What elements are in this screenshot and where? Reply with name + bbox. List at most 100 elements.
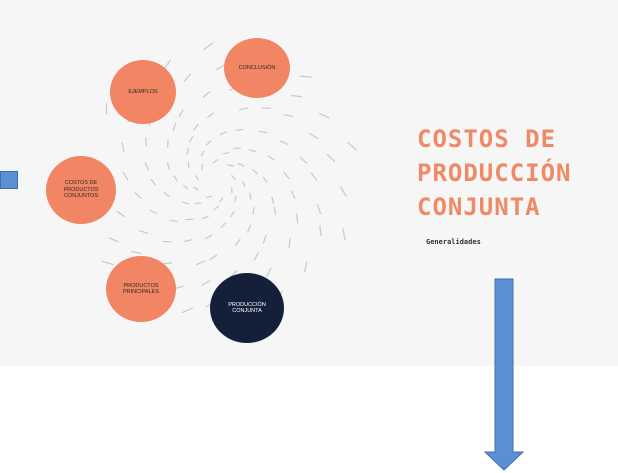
swirl-dash (231, 174, 236, 180)
swirl-dash (186, 147, 189, 155)
swirl-dash (271, 196, 275, 205)
swirl-dash (131, 250, 142, 254)
node-conclusion-label: CONCLUSIÓN (238, 64, 276, 71)
swirl-dash (304, 261, 308, 273)
node-principales-label: PRODUCTOS PRINCIPALES (123, 282, 159, 296)
swirl-dash (291, 190, 296, 200)
swirl-dash (235, 128, 244, 132)
swirl-dash (299, 75, 312, 78)
swirl-dash (203, 42, 214, 51)
swirl-dash (222, 152, 230, 155)
swirl-dash (183, 239, 193, 242)
swirl-dash (138, 230, 149, 234)
swirl-dash (309, 133, 319, 140)
swirl-dash (205, 140, 212, 146)
swirl-dash (248, 149, 257, 153)
swirl-dash (183, 73, 191, 83)
swirl-dash (134, 192, 142, 199)
swirl-dash (216, 63, 226, 71)
node-produccion-label: PRODUCCIÓN CONJUNTA (228, 301, 266, 315)
swirl-dash (173, 175, 178, 182)
node-conclusion[interactable]: CONCLUSIÓN (224, 38, 290, 98)
swirl-dash (195, 175, 199, 181)
swirl-dash (212, 159, 218, 164)
swirl-dash (283, 171, 290, 179)
swirl-dash (145, 137, 147, 147)
swirl-dash (258, 130, 268, 134)
swirl-dash (237, 163, 245, 167)
swirl-dash (265, 267, 272, 278)
swirl-dash (299, 156, 308, 164)
node-ejemplos[interactable]: EJEMPLOS (110, 60, 176, 124)
swirl-dash (201, 164, 204, 171)
swirl-dash (274, 206, 276, 216)
swirl-dash (209, 254, 218, 261)
swirl-dash (318, 112, 330, 119)
swirl-dash (101, 260, 114, 265)
swirl-dash (167, 139, 169, 148)
swirl-dash (340, 186, 347, 197)
node-costos-label: COSTOS DE PRODUCTOS CONJUNTOS (63, 180, 99, 200)
swirl-dash (319, 225, 322, 237)
swirl-dash (219, 131, 227, 136)
swirl-dash (166, 162, 170, 170)
swirl-dash (295, 213, 299, 224)
swirl-dash (121, 142, 125, 152)
node-productos-principales[interactable]: PRODUCTOS PRINCIPALES (106, 256, 176, 322)
swirl-dash (234, 195, 237, 202)
swirl-dash (149, 209, 158, 215)
swirl-dash (206, 195, 213, 199)
node-ejemplos-label: EJEMPLOS (128, 88, 158, 95)
swirl-dash (201, 215, 209, 220)
swirl-dash (310, 172, 318, 181)
swirl-dash (239, 107, 248, 111)
swirl-dash (235, 238, 241, 246)
swirl-dash (183, 184, 189, 190)
swirl-dash (202, 91, 211, 98)
swirl-dash (220, 222, 227, 229)
swirl-dash (249, 192, 252, 200)
swirl-dash (247, 224, 252, 233)
swirl-dash (252, 207, 255, 215)
swirl-dash (182, 201, 189, 205)
swirl-dash (262, 235, 267, 244)
node-produccion-conjunta[interactable]: PRODUCCIÓN CONJUNTA (210, 273, 284, 343)
swirl-dash (163, 192, 170, 198)
swirl-dash (207, 112, 215, 119)
swirl-dash (283, 113, 294, 118)
swirl-dash (196, 260, 205, 266)
swirl-dash (201, 280, 211, 286)
slide-title: COSTOS DE PRODUCCIÓN CONJUNTA (417, 125, 572, 221)
swirl-dash (227, 164, 234, 167)
swirl-dash (262, 176, 268, 184)
swirl-dash (230, 210, 235, 218)
node-costos-productos-conjuntos[interactable]: COSTOS DE PRODUCTOS CONJUNTOS (46, 156, 116, 224)
swirl-dash (342, 228, 346, 241)
swirl-dash (150, 178, 156, 186)
swirl-dash (204, 234, 213, 240)
swirl-dash (122, 172, 129, 181)
swirl-dash (291, 94, 303, 98)
swirl-dash (288, 238, 291, 249)
swirl-dash (326, 154, 336, 163)
swirl-dash (193, 123, 199, 131)
swirl-dash (172, 122, 177, 132)
swirl-dash (108, 237, 119, 243)
swirl-dash (144, 162, 149, 171)
swirl-dash (189, 136, 194, 143)
swirl-dash (178, 109, 184, 118)
swirl-dash (252, 169, 258, 175)
prezi-slide: EJEMPLOS CONCLUSIÓN COSTOS DE PRODUCTOS … (46, 38, 572, 343)
swirl-dash (169, 219, 178, 222)
swirl-dash (193, 186, 199, 191)
swirl-dash (316, 203, 321, 215)
swirl-dash (279, 140, 289, 145)
swirl-dash (182, 307, 194, 313)
swirl-dash (219, 197, 224, 203)
slide-subtitle: Generalidades (426, 238, 481, 246)
swirl-dash (267, 155, 275, 161)
swirl-dash (200, 150, 205, 157)
swirl-dash (347, 142, 357, 151)
